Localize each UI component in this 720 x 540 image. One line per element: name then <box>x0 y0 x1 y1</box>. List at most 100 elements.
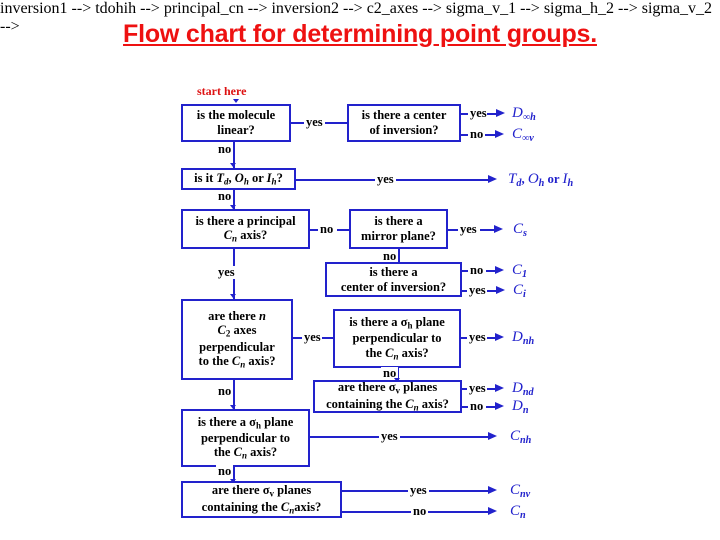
question-line-1: is there a principal <box>195 213 296 228</box>
arrow-icon-sigma-v-1-yes <box>495 384 504 392</box>
question-line-3: perpendicular <box>199 339 275 354</box>
question-line-1: are there σv planes <box>337 380 438 396</box>
arrow-icon-sigma-v-2-no <box>488 507 497 515</box>
edge-label-mirror-yes: yes <box>458 222 479 236</box>
arrow-icon-inversion2-no <box>495 266 504 274</box>
question-line-2: containing the Cn axis? <box>326 396 449 413</box>
question-box-mirror-plane[interactable]: is there a mirror plane? <box>349 209 448 249</box>
edge-label-c2-axes-yes: yes <box>302 330 323 344</box>
edge-tdohih-no <box>233 190 235 209</box>
arrow-icon-sigma-v-1-no <box>495 402 504 410</box>
arrow-icon-inversion1-yes <box>496 109 505 117</box>
edge-inversion2-yes <box>462 290 470 292</box>
arrow-icon-sigma-h-1-yes <box>495 333 504 341</box>
question-line-1: is there a <box>369 264 418 279</box>
result-dnh: Dnh <box>512 329 535 348</box>
question-line-3: the Cn axis? <box>213 445 278 461</box>
edge-label-mirror-no: no <box>381 249 399 263</box>
edge-mirror-yes <box>448 229 460 231</box>
edge-inversion2-no-b <box>486 270 496 272</box>
result-dn: Dn <box>512 398 529 417</box>
question-box-sigma-v-1[interactable]: are there σv planes containing the Cn ax… <box>313 380 462 413</box>
tick-icon-into-sigma-h-2 <box>230 405 236 409</box>
edge-label-sigma-v-2-yes: yes <box>408 483 429 497</box>
question-line-1: is there a <box>374 214 423 229</box>
question-box-sigma-h-1[interactable]: is there a σh plane perpendicular to the… <box>333 309 461 368</box>
edge-inversion1-yes <box>461 113 471 115</box>
edge-label-tdohih-no: no <box>216 189 234 203</box>
question-line-2: containing the Cnaxis? <box>201 499 322 516</box>
edge-label-inversion1-no: no <box>468 127 486 141</box>
question-box-principal-cn[interactable]: is there a principal Cn axis? <box>181 209 310 249</box>
edge-c2-axes-no <box>233 380 235 409</box>
edge-label-inversion1-yes: yes <box>468 106 489 120</box>
arrow-icon-inversion2-yes <box>496 286 505 294</box>
question-box-sigma-h-2[interactable]: is there a σh plane perpendicular to the… <box>181 409 310 467</box>
edge-inversion2-no <box>462 270 470 272</box>
edge-principal-cn-no <box>310 229 322 231</box>
edge-label-inversion2-no: no <box>468 263 486 277</box>
question-box-sigma-v-2[interactable]: are there σv planes containing the Cnaxi… <box>181 481 342 518</box>
edge-inversion2-yes-b <box>487 290 497 292</box>
edge-inversion1-yes-arrowline <box>487 113 497 115</box>
arrow-icon-mirror-yes <box>494 225 503 233</box>
question-box-inversion-2[interactable]: is there a center of inversion? <box>325 262 462 297</box>
edge-label-linear-no: no <box>216 142 234 156</box>
edge-sigma-v-1-yes-b <box>487 388 496 390</box>
result-ci: Ci <box>513 282 526 301</box>
edge-mirror-yes-b <box>480 229 495 231</box>
tick-icon-into-c2-axes <box>230 294 236 298</box>
question-line-2: Cn axis? <box>223 228 268 244</box>
question-line-2: C2 axes <box>217 323 257 339</box>
question-box-td-oh-ih[interactable]: is it Td, Oh or Ih? <box>181 168 296 190</box>
question-line-1: is there a center <box>361 108 447 123</box>
question-line-2: linear? <box>217 123 255 137</box>
edge-principal-cn-no-b <box>337 229 349 231</box>
start-here-label: start here <box>197 84 247 98</box>
edge-label-sigma-h-1-yes: yes <box>467 330 488 344</box>
result-td-oh-ih: Td, Oh or Ih <box>508 171 574 190</box>
question-line-1: is there a σh plane <box>197 414 294 431</box>
question-line-2: perpendicular to <box>200 430 290 445</box>
edge-label-linear-yes: yes <box>304 115 325 129</box>
question-box-c2-axes[interactable]: are there n C2 axes perpendicular to the… <box>181 299 293 380</box>
edge-label-sigma-h-1-no: no <box>381 366 399 380</box>
edge-label-principal-cn-yes: yes <box>216 265 237 279</box>
arrow-icon-inversion1-no <box>495 130 504 138</box>
edge-mirror-no <box>398 249 400 267</box>
question-line-2: mirror plane? <box>361 229 436 243</box>
edge-label-sigma-h-2-yes: yes <box>379 429 400 443</box>
edge-inversion1-no <box>461 134 471 136</box>
question-line-1: is it Td, Oh or Ih? <box>194 170 283 187</box>
edge-label-tdohih-yes: yes <box>375 172 396 186</box>
question-box-inversion-1[interactable]: is there a center of inversion? <box>347 104 461 142</box>
result-cnv: Cnv <box>510 482 531 501</box>
result-d-infinity-h: D∞h <box>512 105 536 124</box>
edge-label-c2-axes-no: no <box>216 384 234 398</box>
question-line-1: are there σv planes <box>211 483 312 499</box>
question-box-linear[interactable]: is the molecule linear? <box>181 104 291 142</box>
question-line-1: are there n <box>208 308 266 323</box>
tick-icon-into-tdohih <box>230 163 236 167</box>
edge-label-inversion2-yes: yes <box>467 283 488 297</box>
question-line-2: perpendicular to <box>352 331 442 346</box>
edge-label-sigma-v-1-no: no <box>468 399 486 413</box>
result-cnh: Cnh <box>510 428 532 447</box>
arrow-icon-sigma-v-2-yes <box>488 486 497 494</box>
question-line-3: the Cn axis? <box>365 345 429 362</box>
edge-sigma-v-1-no <box>462 406 470 408</box>
edge-linear-no <box>233 142 235 168</box>
start-tick-icon <box>233 99 239 103</box>
question-line-1: is there a σh plane <box>349 315 445 331</box>
question-line-2: center of inversion? <box>340 279 447 294</box>
question-line-1: is the molecule <box>196 108 276 123</box>
edge-sigma-h-2-yes <box>310 436 490 438</box>
question-line-2: of inversion? <box>369 123 439 137</box>
result-c-infinity-v: C∞v <box>512 126 534 145</box>
edge-label-principal-cn-no: no <box>318 222 336 236</box>
arrow-icon-tdohih-yes <box>488 175 497 183</box>
arrow-icon-sigma-h-2-yes <box>488 432 497 440</box>
result-c1: C1 <box>512 262 528 281</box>
edge-label-sigma-v-2-no: no <box>411 504 429 518</box>
edge-sigma-v-1-no-b <box>486 406 496 408</box>
